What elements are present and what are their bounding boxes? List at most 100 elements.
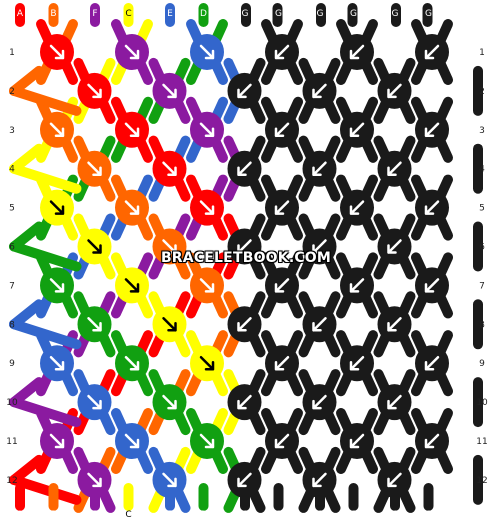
forward-arrow-icon bbox=[162, 394, 177, 410]
knot bbox=[115, 111, 149, 148]
string-label-bottom: F bbox=[92, 510, 97, 520]
forward-arrow-icon bbox=[162, 161, 177, 176]
string-label-bottom: G bbox=[317, 510, 324, 520]
thread-segment bbox=[9, 474, 82, 505]
forward-arrow-icon bbox=[199, 433, 215, 449]
knot bbox=[40, 345, 74, 382]
backward-arrow-icon bbox=[424, 122, 440, 138]
backward-arrow-icon bbox=[312, 394, 327, 410]
backward-arrow-icon bbox=[312, 239, 327, 254]
forward-arrow-icon bbox=[162, 239, 177, 254]
backward-arrow-icon bbox=[387, 472, 402, 488]
knot bbox=[415, 267, 449, 304]
string-label-top: A bbox=[17, 9, 24, 19]
backward-arrow-icon bbox=[312, 83, 327, 99]
row-number-left: 4 bbox=[9, 165, 15, 175]
row-number-left: 11 bbox=[6, 437, 17, 447]
forward-arrow-icon bbox=[87, 317, 102, 332]
knot bbox=[415, 345, 449, 382]
row-number-left: 12 bbox=[6, 476, 17, 486]
backward-arrow-icon bbox=[424, 200, 440, 215]
knot bbox=[302, 384, 337, 421]
thread-segment bbox=[9, 241, 82, 272]
knot bbox=[227, 306, 262, 343]
forward-arrow-icon bbox=[199, 278, 215, 293]
knot bbox=[265, 34, 299, 70]
knot bbox=[190, 111, 224, 148]
backward-arrow-icon bbox=[349, 122, 365, 138]
backward-arrow-icon bbox=[387, 394, 402, 410]
string-label-bottom: G bbox=[350, 510, 357, 520]
forward-arrow-icon bbox=[162, 83, 177, 99]
row-number-right: 10 bbox=[476, 398, 488, 408]
string-label-top: D bbox=[200, 9, 207, 19]
string-label-top: B bbox=[50, 9, 56, 19]
knot bbox=[115, 345, 149, 382]
knot bbox=[265, 267, 299, 304]
knot bbox=[190, 267, 224, 304]
knot bbox=[190, 34, 224, 70]
forward-arrow-icon bbox=[124, 278, 140, 293]
forward-arrow-icon bbox=[87, 394, 102, 410]
row-number-right: 1 bbox=[479, 48, 485, 58]
forward-arrow-icon bbox=[49, 278, 65, 293]
thread-segment bbox=[9, 85, 82, 116]
knot bbox=[77, 150, 112, 187]
forward-arrow-icon bbox=[49, 200, 65, 215]
row-number-right: 9 bbox=[479, 359, 485, 369]
knot bbox=[302, 461, 337, 498]
knot bbox=[415, 111, 449, 148]
knot bbox=[227, 72, 262, 109]
forward-arrow-icon bbox=[199, 122, 215, 138]
string-label-top: G bbox=[350, 9, 357, 19]
knot bbox=[77, 72, 112, 109]
forward-arrow-icon bbox=[199, 355, 215, 371]
forward-arrow-icon bbox=[87, 83, 102, 99]
forward-arrow-icon bbox=[162, 472, 177, 488]
knot bbox=[227, 150, 262, 187]
knot-layer bbox=[40, 34, 449, 498]
knot bbox=[265, 345, 299, 382]
row-number-left: 7 bbox=[9, 281, 15, 291]
forward-arrow-icon bbox=[87, 472, 102, 488]
knot bbox=[40, 111, 74, 148]
knot bbox=[415, 34, 449, 70]
backward-arrow-icon bbox=[237, 317, 252, 332]
knot bbox=[377, 228, 412, 265]
backward-arrow-icon bbox=[349, 355, 365, 371]
knot bbox=[302, 306, 337, 343]
knot bbox=[227, 461, 262, 498]
knot bbox=[340, 345, 374, 382]
knot bbox=[377, 150, 412, 187]
forward-arrow-icon bbox=[124, 355, 140, 371]
string-label-top: E bbox=[167, 9, 173, 19]
string-label-bottom: B bbox=[50, 510, 56, 520]
backward-arrow-icon bbox=[237, 394, 252, 410]
backward-arrow-icon bbox=[387, 83, 402, 99]
row-number-left: 9 bbox=[9, 359, 15, 369]
backward-arrow-icon bbox=[349, 200, 365, 215]
row-number-left: 5 bbox=[9, 204, 15, 214]
string-label-top: G bbox=[425, 9, 432, 19]
knot bbox=[115, 423, 149, 459]
forward-arrow-icon bbox=[49, 44, 65, 60]
string-label-bottom: C bbox=[125, 510, 131, 520]
string-label-bottom: D bbox=[200, 510, 207, 520]
string-label-top: G bbox=[392, 9, 399, 19]
forward-arrow-icon bbox=[49, 122, 65, 138]
row-number-left: 3 bbox=[9, 126, 15, 136]
knot bbox=[302, 72, 337, 109]
knot bbox=[340, 34, 374, 70]
backward-arrow-icon bbox=[274, 44, 290, 60]
forward-arrow-icon bbox=[162, 317, 177, 332]
backward-arrow-icon bbox=[274, 355, 290, 371]
forward-arrow-icon bbox=[199, 44, 215, 60]
knot bbox=[415, 423, 449, 459]
backward-arrow-icon bbox=[387, 239, 402, 254]
knot bbox=[227, 228, 262, 265]
knot bbox=[377, 384, 412, 421]
string-label-bottom: G bbox=[275, 510, 282, 520]
knot bbox=[302, 228, 337, 265]
backward-arrow-icon bbox=[312, 472, 327, 488]
